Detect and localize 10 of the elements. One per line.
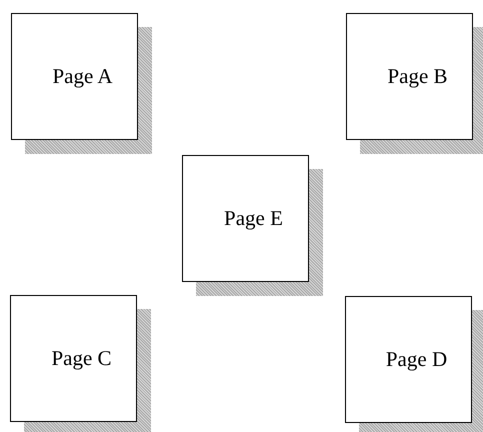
page-box bbox=[346, 13, 473, 140]
page-label: Page D bbox=[386, 346, 448, 373]
page-label: Page B bbox=[387, 62, 448, 90]
page-box bbox=[345, 296, 472, 423]
page-label: Page C bbox=[51, 344, 112, 372]
page-label: Page E bbox=[224, 204, 283, 232]
page-box bbox=[11, 13, 138, 140]
page-box bbox=[10, 295, 137, 422]
page-box bbox=[182, 155, 309, 282]
page-label: Page A bbox=[52, 62, 113, 90]
